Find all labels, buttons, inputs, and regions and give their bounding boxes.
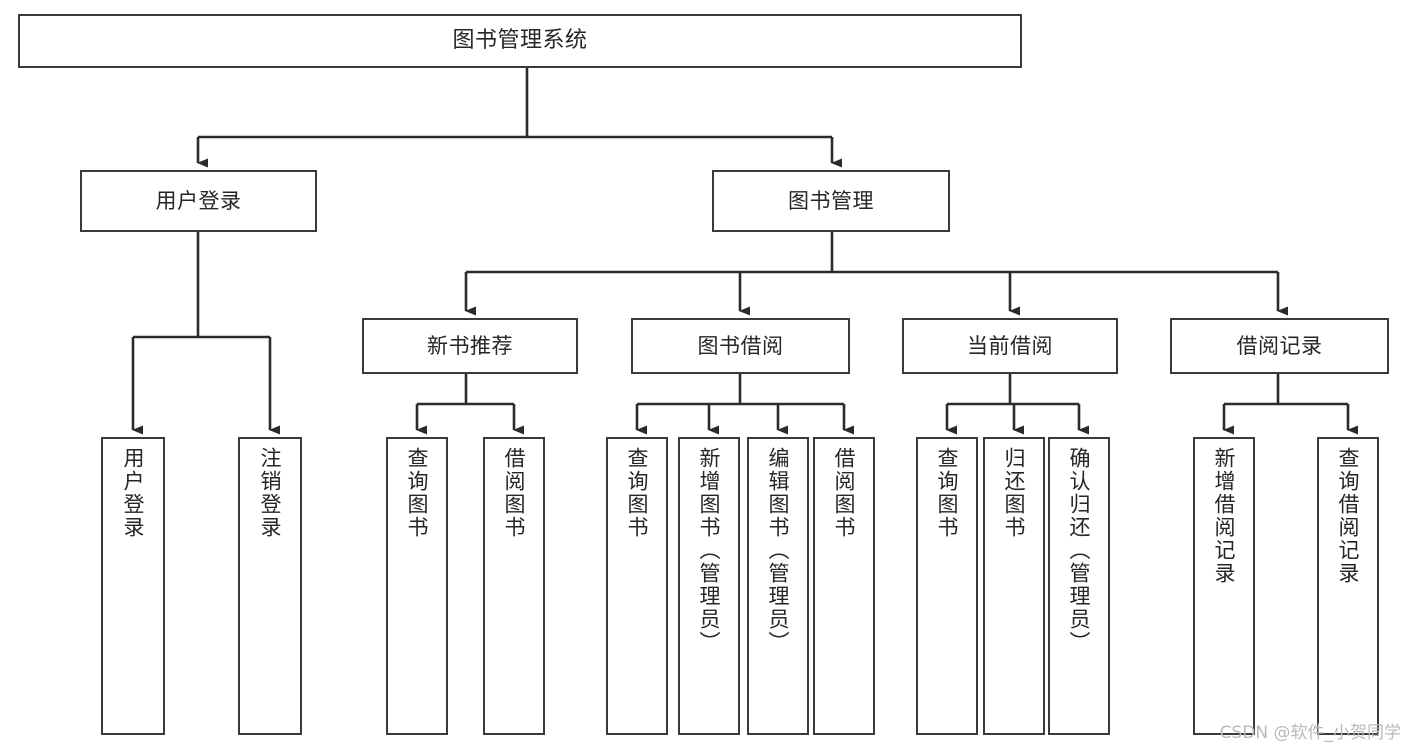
node-label: 新书推荐 — [427, 333, 513, 358]
node-leaf-return-book[interactable]: 归还图书 — [983, 437, 1045, 735]
node-label: 查询借阅记录 — [1336, 447, 1361, 585]
node-label: 查询图书 — [935, 447, 960, 539]
node-label: 用户登录 — [121, 447, 146, 539]
node-label: 注销登录 — [258, 447, 283, 539]
node-leaf-add-record[interactable]: 新增借阅记录 — [1193, 437, 1255, 735]
node-book-manage[interactable]: 图书管理 — [712, 170, 950, 232]
node-user-login[interactable]: 用户登录 — [80, 170, 317, 232]
node-label: 图书管理 — [788, 188, 874, 213]
node-label: 确认归还（管理员） — [1067, 447, 1092, 654]
node-label: 图书借阅 — [697, 333, 784, 358]
node-label: 归还图书 — [1002, 447, 1027, 539]
node-label: 借阅图书 — [502, 447, 527, 539]
node-label: 当前借阅 — [967, 333, 1053, 358]
node-label: 查询图书 — [405, 447, 430, 539]
node-leaf-add-book[interactable]: 新增图书（管理员） — [678, 437, 740, 735]
node-label: 新增图书（管理员） — [697, 447, 722, 654]
node-label: 新增借阅记录 — [1212, 447, 1237, 585]
node-leaf-user-logout[interactable]: 注销登录 — [238, 437, 302, 735]
node-leaf-borrow-book-2[interactable]: 借阅图书 — [813, 437, 875, 735]
node-borrow-record[interactable]: 借阅记录 — [1170, 318, 1389, 374]
node-current-borrow[interactable]: 当前借阅 — [902, 318, 1118, 374]
node-book-borrow[interactable]: 图书借阅 — [631, 318, 850, 374]
node-leaf-query-book-2[interactable]: 查询图书 — [606, 437, 668, 735]
node-label: 借阅图书 — [832, 447, 857, 539]
node-leaf-query-book-3[interactable]: 查询图书 — [916, 437, 978, 735]
node-label: 借阅记录 — [1236, 333, 1323, 358]
node-label: 查询图书 — [625, 447, 650, 539]
node-new-book-recommend[interactable]: 新书推荐 — [362, 318, 578, 374]
node-leaf-user-login[interactable]: 用户登录 — [101, 437, 165, 735]
node-leaf-confirm-return[interactable]: 确认归还（管理员） — [1048, 437, 1110, 735]
node-root-system[interactable]: 图书管理系统 — [18, 14, 1022, 68]
node-label: 编辑图书（管理员） — [766, 447, 791, 654]
node-leaf-edit-book[interactable]: 编辑图书（管理员） — [747, 437, 809, 735]
node-leaf-query-record[interactable]: 查询借阅记录 — [1317, 437, 1379, 735]
node-leaf-query-book-1[interactable]: 查询图书 — [386, 437, 448, 735]
node-label: 图书管理系统 — [452, 28, 588, 54]
node-leaf-borrow-book-1[interactable]: 借阅图书 — [483, 437, 545, 735]
node-label: 用户登录 — [155, 188, 242, 213]
